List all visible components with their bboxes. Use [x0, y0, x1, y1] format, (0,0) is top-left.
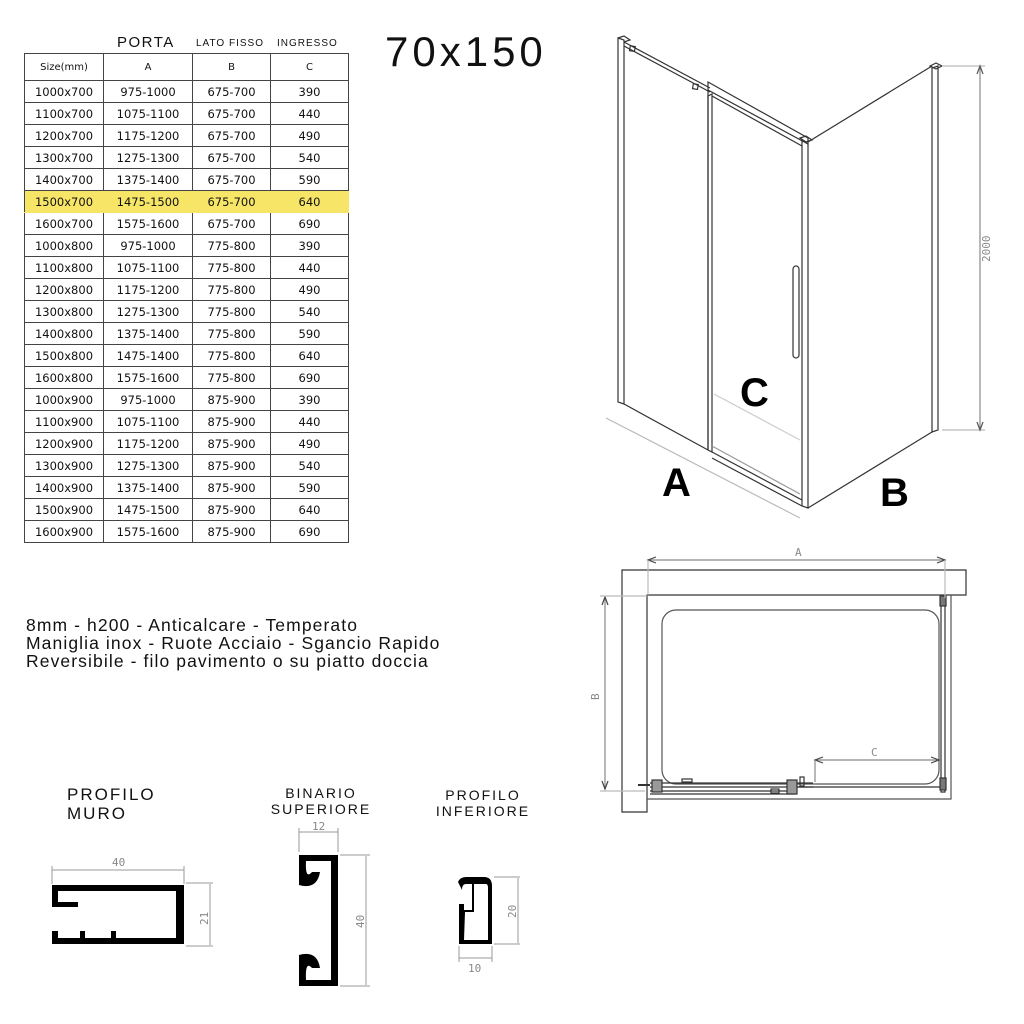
- muro-height-dimension: 21: [198, 912, 211, 925]
- cell-size: 1100x700: [24, 102, 104, 125]
- cell-size: 1400x700: [24, 168, 104, 191]
- height-dimension: 2000: [980, 236, 993, 263]
- cell-b: 875-900: [192, 432, 271, 455]
- muro-width-dimension: 40: [112, 856, 125, 869]
- title-line: INFERIORE: [435, 803, 531, 819]
- plan-view-drawing: [600, 556, 967, 813]
- page-title: 70x150: [385, 28, 547, 75]
- inferiore-height-dimension: 20: [506, 905, 519, 918]
- inferiore-width-dimension: 10: [468, 962, 481, 975]
- feature-line: 8mm - h200 - Anticalcare - Temperato: [26, 615, 359, 635]
- cell-size: 1100x800: [24, 256, 104, 279]
- profilo-muro-title: PROFILO MURO: [67, 785, 156, 823]
- cell-a: 1375-1400: [103, 476, 193, 499]
- cell-a: 1175-1200: [103, 124, 193, 147]
- cell-a: 1375-1400: [103, 322, 193, 345]
- cell-b: 875-900: [192, 388, 271, 411]
- cell-c: 440: [270, 256, 349, 279]
- cell-size: 1200x700: [24, 124, 104, 147]
- cell-size: 1000x900: [24, 388, 104, 411]
- cell-b: 675-700: [192, 102, 271, 125]
- binario-superiore-title: BINARIO SUPERIORE: [265, 785, 377, 817]
- cell-a: 1275-1300: [103, 300, 193, 323]
- cell-a: 1175-1200: [103, 432, 193, 455]
- cell-b: 875-900: [192, 476, 271, 499]
- profilo-inferiore-title: PROFILO INFERIORE: [428, 787, 538, 819]
- porta-heading: PORTA: [117, 34, 175, 51]
- label-c: C: [740, 371, 769, 415]
- title-line: BINARIO: [285, 785, 357, 801]
- title-line: SUPERIORE: [270, 801, 372, 817]
- profilo-muro-section: 40 21: [51, 856, 213, 947]
- cell-c: 440: [270, 102, 349, 125]
- plan-label-a: A: [795, 546, 802, 559]
- cell-b: 875-900: [192, 410, 271, 433]
- cell-c: 690: [270, 366, 349, 389]
- plan-label-b: B: [589, 693, 602, 700]
- cell-b: 775-800: [192, 366, 271, 389]
- ingresso-heading: INGRESSO: [277, 38, 338, 49]
- lato-fisso-heading: LATO FISSO: [196, 38, 264, 49]
- cell-b: 675-700: [192, 146, 271, 169]
- cell-size: 1300x800: [24, 300, 104, 323]
- binario-height-dimension: 40: [354, 915, 367, 928]
- cell-a: 1575-1600: [103, 366, 193, 389]
- cell-c: 690: [270, 520, 349, 543]
- binario-width-dimension: 12: [312, 820, 325, 833]
- cell-a: 1175-1200: [103, 278, 193, 301]
- cell-size: 1500x900: [24, 498, 104, 521]
- cell-size: 1600x800: [24, 366, 104, 389]
- column-header-a: A: [103, 53, 193, 81]
- cell-b: 675-700: [192, 124, 271, 147]
- plan-label-c: C: [871, 746, 878, 759]
- cell-a: 1075-1100: [103, 410, 193, 433]
- profilo-inferiore-section: 10 20: [458, 876, 520, 975]
- cell-a: 975-1000: [103, 234, 193, 257]
- cell-size: 1500x800: [24, 344, 104, 367]
- cell-b: 875-900: [192, 454, 271, 477]
- cell-c: 590: [270, 476, 349, 499]
- feature-line: Maniglia inox - Ruote Acciaio - Sgancio …: [26, 633, 441, 653]
- feature-line: Reversibile - filo pavimento o su piatto…: [26, 651, 429, 671]
- title-line: PROFILO: [67, 785, 156, 804]
- label-a: A: [662, 461, 691, 505]
- cell-b: 775-800: [192, 278, 271, 301]
- cell-size: 1400x800: [24, 322, 104, 345]
- binario-superiore-section: 12 40: [298, 820, 370, 987]
- cell-a: 1275-1300: [103, 454, 193, 477]
- cell-c: 640: [270, 190, 349, 213]
- cell-c: 540: [270, 300, 349, 323]
- title-line: MURO: [67, 804, 127, 823]
- cell-a: 1475-1500: [103, 190, 193, 213]
- features-text: 8mm - h200 - Anticalcare - Temperato Man…: [26, 616, 440, 670]
- title-line: PROFILO: [445, 787, 521, 803]
- table-header-row: Size(mm) A B C: [24, 53, 349, 81]
- label-b: B: [880, 471, 909, 515]
- cell-size: 1300x700: [24, 146, 104, 169]
- cell-b: 775-800: [192, 344, 271, 367]
- cell-b: 675-700: [192, 80, 271, 103]
- cell-b: 775-800: [192, 234, 271, 257]
- cell-a: 1275-1300: [103, 146, 193, 169]
- cell-c: 490: [270, 124, 349, 147]
- cell-a: 1575-1600: [103, 520, 193, 543]
